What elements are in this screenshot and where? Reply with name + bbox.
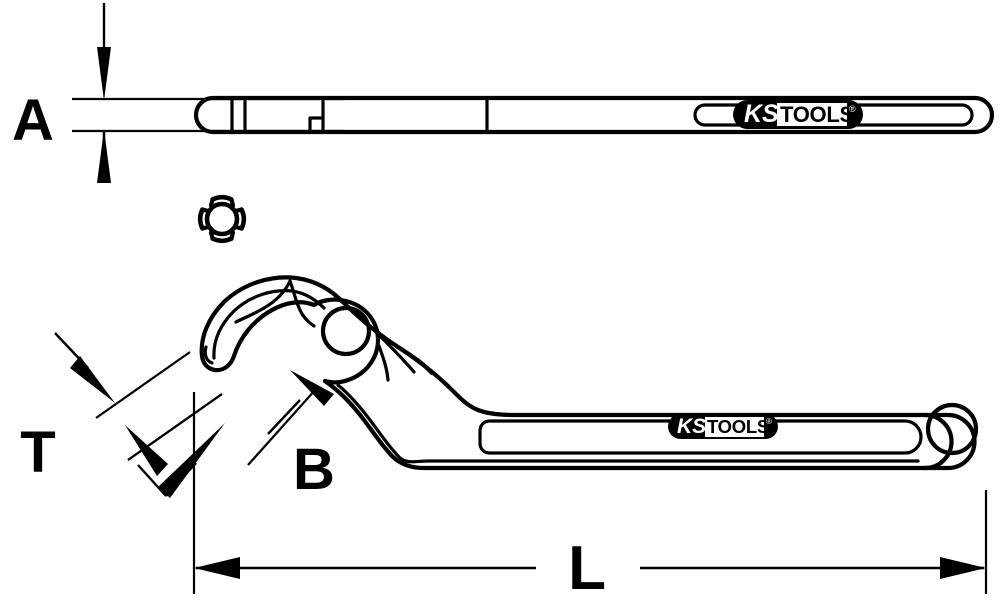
logo-side-view-tools-text: TOOLS <box>780 102 854 127</box>
ring-nut-slot-wall-1 <box>208 197 215 208</box>
dimension-a-arrowhead-top <box>97 47 111 101</box>
hook-jaw-inner-contour <box>212 289 326 360</box>
ring-nut-inner-circle <box>204 201 240 237</box>
dimension-t-extension-outer <box>95 351 191 419</box>
logo-plan-view-registered-mark: ® <box>766 417 772 426</box>
logo-side-view-registered-mark: ® <box>849 104 856 114</box>
slotted-ring-nut-icon <box>198 195 246 243</box>
ring-nut-slot-wall-7 <box>200 224 211 231</box>
dimension-t-leader-lower <box>137 464 167 497</box>
side-view-step-notch <box>308 116 325 134</box>
body-lower-edge <box>322 378 928 471</box>
logo-plan-view: KS TOOLS ® <box>668 414 778 439</box>
dimension-b-leader-right <box>267 399 301 435</box>
logo-plan-view-tools-text: TOOLS <box>707 416 769 437</box>
dimension-b-extension-right <box>247 388 317 466</box>
side-elevation-view: KS TOOLS ® <box>193 95 995 135</box>
handle-right-end-cap <box>922 412 954 471</box>
body-lower-inner-line <box>336 383 920 464</box>
logo-plan-view-ks-text: KS <box>677 415 706 438</box>
dimension-l-label: L <box>568 534 606 603</box>
hook-jaw-rib-right <box>288 279 316 328</box>
pivot-boss-outline <box>311 297 381 385</box>
dimension-t-arrowhead-lower <box>125 425 168 476</box>
boss-body-seam-2 <box>377 344 390 382</box>
dimension-t-label: T <box>20 420 55 485</box>
ring-nut-slot-wall-6 <box>208 230 215 241</box>
logo-side-view-ks-text: KS <box>744 100 779 128</box>
ring-nut-slot-wall-3 <box>233 207 244 214</box>
dimension-l-arrowhead-right <box>940 557 986 579</box>
body-upper-edge <box>395 344 928 418</box>
handle-groove <box>478 419 923 455</box>
side-view-handle-groove <box>693 103 974 127</box>
logo-side-view: KS TOOLS ® <box>733 100 863 129</box>
ring-nut-slot-wall-4 <box>233 224 244 231</box>
dimension-b-label: B <box>293 437 335 502</box>
hook-jaw-outer-top <box>199 275 435 376</box>
dimension-l-group: L <box>192 392 988 603</box>
hook-jaw-inner-bottom <box>199 300 317 373</box>
dimension-b-group: B <box>127 370 335 502</box>
boss-body-seam <box>377 333 416 374</box>
dimension-a-group: A <box>12 3 345 183</box>
hook-tip-notch <box>203 345 214 365</box>
dimension-t-arrowhead-upper <box>70 356 115 403</box>
hook-jaw-rib-left <box>234 279 292 324</box>
dimension-b-arrowhead-left <box>158 423 225 498</box>
ring-nut-segment-right <box>239 207 246 231</box>
logo-side-view-tools-plate <box>777 103 847 126</box>
side-view-body-outline <box>193 95 995 135</box>
dimension-a-label: A <box>12 88 54 153</box>
dimension-l-arrowhead-left <box>194 557 240 579</box>
pivot-pin-circle <box>320 305 372 357</box>
ring-nut-segment-bottom <box>210 236 234 243</box>
dimension-b-extension-left <box>127 393 223 461</box>
logo-plan-view-tools-plate <box>705 417 764 437</box>
ring-nut-segment-top <box>210 195 234 202</box>
ring-nut-segment-left <box>198 207 205 231</box>
ring-nut-slot-wall-8 <box>200 207 211 214</box>
ring-nut-slot-wall-5 <box>229 230 236 241</box>
dimension-b-arrowhead-right <box>290 370 334 406</box>
plan-view: KS TOOLS ® <box>199 275 979 471</box>
dimension-a-arrowhead-bottom <box>97 129 111 183</box>
hanging-hole-circle <box>925 402 979 456</box>
dimension-t-group: T <box>20 332 223 497</box>
ring-nut-slot-wall-2 <box>229 197 236 208</box>
